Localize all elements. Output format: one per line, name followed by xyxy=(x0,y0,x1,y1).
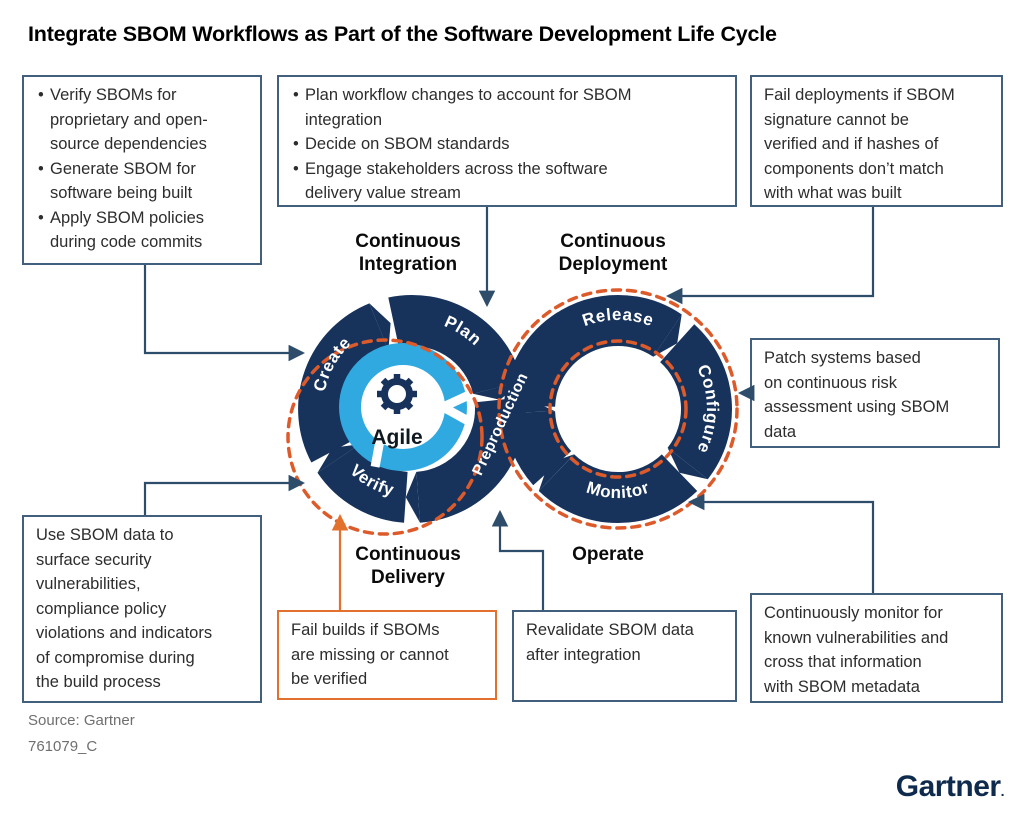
list-item: Generate SBOM for software being built xyxy=(38,157,248,206)
segment-monitor-arc xyxy=(538,453,698,524)
left-dashed-ring xyxy=(286,338,484,536)
callout-text: Continuously monitor for known vulnerabi… xyxy=(764,604,949,696)
callout-fail-builds: Fail builds if SBOMs are missing or cann… xyxy=(277,610,497,700)
connector-use-sbom-to-verify xyxy=(143,474,306,515)
list-item: Apply SBOM policies during code commits xyxy=(38,206,248,255)
list-item: Decide on SBOM standards xyxy=(293,132,723,157)
source-note: Source: Gartner xyxy=(28,712,135,729)
connector-verify-sboms-to-create xyxy=(143,265,306,362)
bullet-list: Verify SBOMs for proprietary and open- s… xyxy=(36,83,248,255)
junction-lower-arc xyxy=(504,410,572,486)
callout-text: Revalidate SBOM data after integration xyxy=(526,621,694,664)
agile-swirl xyxy=(339,343,470,471)
gear-icon xyxy=(377,374,417,414)
connector-lines xyxy=(143,207,875,610)
callout-text: Fail deployments if SBOM signature canno… xyxy=(764,86,955,202)
gartner-logo: Gartner. xyxy=(895,770,1005,804)
right-outer-dashed-ring xyxy=(497,288,739,530)
callout-use-sbom-data: Use SBOM data to surface security vulner… xyxy=(22,515,262,703)
segment-plan-arc xyxy=(388,295,523,395)
callout-text: Fail builds if SBOMs are missing or cann… xyxy=(291,621,449,688)
gartner-logo-text: Gartner xyxy=(895,770,1001,803)
list-item: Verify SBOMs for proprietary and open- s… xyxy=(38,83,248,157)
bullet-list: Plan workflow changes to account for SBO… xyxy=(291,83,723,206)
segment-create-arc xyxy=(298,303,390,463)
callout-text: Use SBOM data to surface security vulner… xyxy=(36,526,213,691)
label-operate: Operate xyxy=(572,544,644,565)
callout-fail-deployments: Fail deployments if SBOM signature canno… xyxy=(750,75,1003,207)
list-item: Engage stakeholders across the software … xyxy=(293,157,723,206)
callout-continuously-monitor: Continuously monitor for known vulnerabi… xyxy=(750,593,1003,703)
figure-code: 761079_C xyxy=(28,738,98,755)
connector-fail-deployments-to-release xyxy=(665,207,875,305)
callout-verify-sboms: Verify SBOMs for proprietary and open- s… xyxy=(22,75,262,265)
right-inner-dashed-ring xyxy=(548,339,688,479)
label-continuous-deployment: Continuous Deployment xyxy=(558,231,668,275)
gartner-logo-registered-dot: . xyxy=(1000,783,1005,799)
callout-patch-systems: Patch systems based on continuous risk a… xyxy=(750,338,1000,448)
connector-monitor-box-to-monitor xyxy=(687,493,875,593)
segment-configure-arc xyxy=(659,324,732,480)
page-title: Integrate SBOM Workflows as Part of the … xyxy=(28,22,777,46)
segment-verify-arc xyxy=(317,443,409,523)
callout-text: Patch systems based on continuous risk a… xyxy=(764,349,950,441)
flow-chevrons xyxy=(317,303,708,523)
label-continuous-integration: Continuous Integration xyxy=(355,231,461,275)
agile-label: Agile xyxy=(371,426,422,449)
sbom-scope-dashed-rings xyxy=(286,288,739,536)
label-continuous-delivery: Continuous Delivery xyxy=(355,544,461,588)
callout-revalidate: Revalidate SBOM data after integration xyxy=(512,610,737,702)
junction-upper-arc xyxy=(504,312,586,408)
connector-revalidate-to-preproduction xyxy=(491,509,545,610)
callout-plan-workflow: Plan workflow changes to account for SBO… xyxy=(277,75,737,207)
list-item: Plan workflow changes to account for SBO… xyxy=(293,83,723,132)
